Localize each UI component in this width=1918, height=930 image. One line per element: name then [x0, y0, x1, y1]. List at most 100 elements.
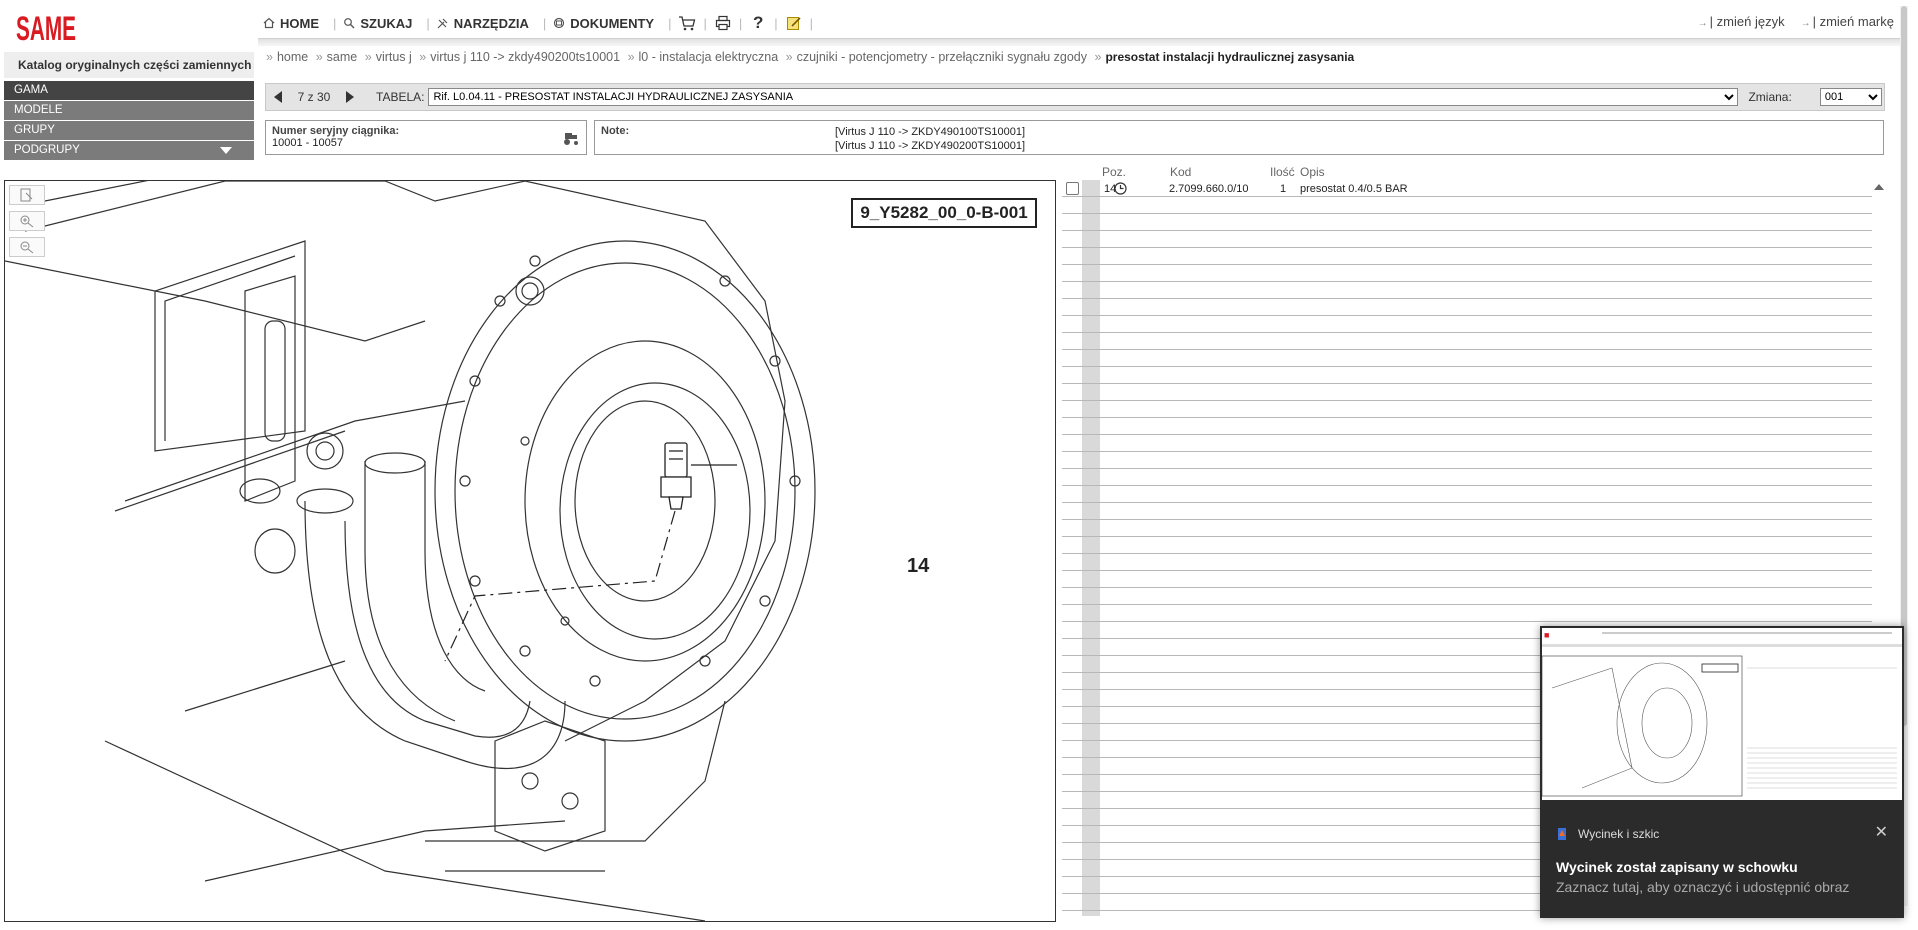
- close-icon[interactable]: ✕: [1874, 824, 1888, 841]
- col-qty: Ilość: [1270, 165, 1295, 179]
- print-icon[interactable]: [713, 13, 733, 33]
- col-desc: Opis: [1300, 165, 1325, 179]
- logo-text: SAME: [16, 10, 76, 48]
- nav-home[interactable]: HOME: [262, 16, 319, 31]
- breadcrumb: »home »same »virtus j »virtus j 110 -> z…: [266, 50, 1355, 64]
- table-label: TABELA:: [376, 90, 425, 104]
- empty-table-row: [1062, 792, 1872, 809]
- row-code[interactable]: 2.7099.660.0/10: [1169, 183, 1249, 195]
- sidebar-item-podgrupy[interactable]: PODGRUPY: [4, 141, 254, 160]
- nav-tools[interactable]: NARZĘDZIA: [436, 16, 529, 31]
- same-logo[interactable]: SAME: [14, 6, 78, 48]
- empty-table-row: [1062, 350, 1872, 367]
- scroll-up-icon[interactable]: [1874, 184, 1884, 190]
- nav-documents[interactable]: DOKUMENTY: [552, 16, 654, 31]
- snip-notification[interactable]: ■ Wycinek i szkic ✕ Wycinek został zapis…: [1540, 626, 1904, 918]
- nav-search[interactable]: SZUKAJ: [342, 16, 412, 31]
- empty-table-row: [1062, 690, 1872, 707]
- empty-table-row: [1062, 316, 1872, 333]
- empty-table-row: [1062, 537, 1872, 554]
- zoom-in-button[interactable]: [9, 211, 45, 231]
- toast-title: Wycinek został zapisany w schowku: [1556, 859, 1798, 875]
- breadcrumb-model[interactable]: virtus j 110 -> zkdy490200ts10001: [430, 50, 621, 64]
- change-select[interactable]: 001: [1819, 88, 1882, 106]
- toast-app-name: Wycinek i szkic: [1578, 827, 1660, 841]
- empty-table-row: [1062, 894, 1872, 911]
- note-label: Note:: [601, 125, 630, 137]
- table-row[interactable]: 14 2.7099.660.0/10 1 presostat 0.4/0.5 B…: [1062, 180, 1872, 197]
- sidebar-item-modele[interactable]: MODELE: [4, 101, 254, 120]
- note-box: Note: [Virtus J 110 -> ZKDY490100TS10001…: [594, 120, 1884, 155]
- empty-table-row: [1062, 775, 1872, 792]
- empty-table-row: [1062, 520, 1872, 537]
- empty-table-row: [1062, 605, 1872, 622]
- empty-table-row: [1062, 486, 1872, 503]
- technical-drawing: [5, 181, 816, 921]
- parts-table-header: Poz. Kod Ilość Opis: [1066, 164, 1886, 180]
- sidebar-item-gama[interactable]: GAMA: [4, 81, 254, 100]
- part-callout[interactable]: 14: [907, 555, 930, 577]
- sidebar-item-grupy[interactable]: GRUPY: [4, 121, 254, 140]
- nav-home-label: HOME: [280, 15, 319, 31]
- change-label: Zmiana:: [1748, 90, 1792, 104]
- serial-number-box: Numer seryjny ciągnika: 10001 - 10057: [265, 120, 587, 155]
- zoom-in-icon: [20, 215, 34, 228]
- breadcrumb-current: presostat instalacji hydraulicznej zasys…: [1105, 50, 1355, 64]
- empty-table-row: [1062, 673, 1872, 690]
- breadcrumb-subgroup[interactable]: czujniki - potencjometry - przełączniki …: [796, 50, 1088, 64]
- change-brand-link[interactable]: →| zmień markę: [1800, 14, 1894, 29]
- tractor-icon[interactable]: [562, 130, 580, 146]
- sidebar-item-podgrupy-label: PODGRUPY: [14, 144, 80, 156]
- screenshot-thumbnail[interactable]: ■: [1542, 628, 1902, 800]
- breadcrumb-same[interactable]: same: [326, 50, 358, 64]
- empty-table-row: [1062, 418, 1872, 435]
- empty-table-row: [1062, 384, 1872, 401]
- zoom-out-button[interactable]: [9, 237, 45, 257]
- table-select[interactable]: Rif. L0.04.11 - PRESOSTAT INSTALACJI HYD…: [428, 88, 1739, 106]
- empty-table-row: [1062, 197, 1872, 214]
- col-code: Kod: [1170, 165, 1192, 179]
- empty-table-row: [1062, 231, 1872, 248]
- empty-table-row: [1062, 299, 1872, 316]
- note-line: [Virtus J 110 -> ZKDY490100TS10001]: [835, 126, 1026, 138]
- parts-table: 14 2.7099.660.0/10 1 presostat 0.4/0.5 B…: [1062, 180, 1872, 916]
- page-scrollbar[interactable]: [1900, 6, 1908, 906]
- empty-table-row: [1062, 724, 1872, 741]
- documents-icon: [552, 16, 566, 30]
- empty-table-row: [1062, 707, 1872, 724]
- empty-table-row: [1062, 265, 1872, 282]
- change-language-link[interactable]: →| zmień język: [1697, 14, 1785, 29]
- cart-icon[interactable]: [677, 13, 697, 33]
- breadcrumb-group[interactable]: l0 - instalacja elektryczna: [638, 50, 779, 64]
- empty-table-row: [1062, 622, 1872, 639]
- search-icon: [342, 16, 356, 30]
- history-clock-icon[interactable]: [1114, 182, 1127, 195]
- help-icon[interactable]: ?: [753, 13, 764, 32]
- empty-table-row: [1062, 367, 1872, 384]
- row-pos: 14: [1104, 183, 1117, 195]
- toast-app: Wycinek i szkic: [1556, 827, 1659, 841]
- nav-search-label: SZUKAJ: [360, 15, 413, 31]
- col-pos: Poz.: [1102, 165, 1127, 179]
- table-selector-bar: 7 z 30 TABELA: Rif. L0.04.11 - PRESOSTAT…: [265, 83, 1885, 111]
- empty-table-row: [1062, 282, 1872, 299]
- empty-table-row: [1062, 571, 1872, 588]
- sidebar-menu: GAMA MODELE GRUPY PODGRUPY: [4, 81, 254, 161]
- nav-documents-label: DOKUMENTY: [570, 15, 655, 31]
- note-line: [Virtus J 110 -> ZKDY490200TS10001]: [835, 140, 1026, 152]
- row-checkbox[interactable]: [1066, 182, 1079, 195]
- exploded-view-drawing[interactable]: 9_Y5282_00_0-B-001 14: [4, 180, 1056, 922]
- prev-table-button[interactable]: [274, 91, 282, 103]
- next-table-button[interactable]: [346, 91, 354, 103]
- empty-table-row: [1062, 248, 1872, 265]
- fit-view-button[interactable]: [9, 185, 45, 205]
- empty-table-row: [1062, 860, 1872, 877]
- empty-table-row: [1062, 656, 1872, 673]
- breadcrumb-home[interactable]: home: [276, 50, 309, 64]
- serial-value: 10001 - 10057: [272, 137, 343, 149]
- empty-table-row: [1062, 588, 1872, 605]
- zoom-out-icon: [20, 241, 34, 254]
- notes-icon[interactable]: [784, 13, 804, 33]
- empty-table-row: [1062, 469, 1872, 486]
- breadcrumb-virtus-j[interactable]: virtus j: [375, 50, 412, 64]
